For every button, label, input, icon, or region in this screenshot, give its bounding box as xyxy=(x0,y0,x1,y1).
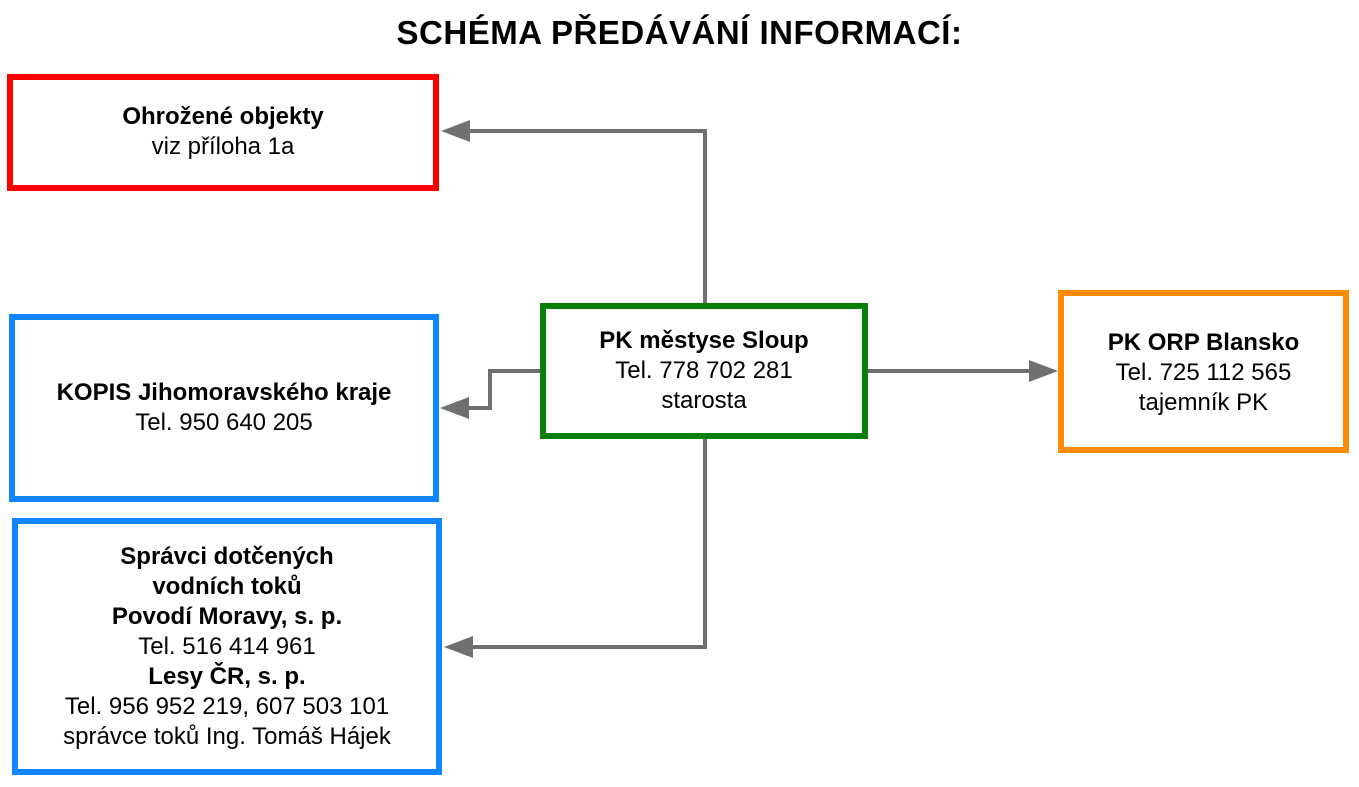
arrowhead-spravci xyxy=(444,636,473,658)
node-ohrozene-objekty: Ohrožené objekty viz příloha 1a xyxy=(7,74,439,191)
node-spravci-toku: Správci dotčených vodních toků Povodí Mo… xyxy=(12,518,442,775)
node-spravci-org2-contact: správce toků Ing. Tomáš Hájek xyxy=(63,722,391,750)
node-kopis: KOPIS Jihomoravského kraje Tel. 950 640 … xyxy=(9,314,439,502)
node-spravci-line1: Správci dotčených xyxy=(120,542,334,570)
node-kopis-name: KOPIS Jihomoravského kraje xyxy=(56,379,392,406)
node-spravci-line2: vodních toků xyxy=(152,572,302,600)
arrowhead-blansko xyxy=(1029,360,1058,382)
node-spravci-org2: Lesy ČR, s. p. xyxy=(148,662,306,690)
node-spravci-org1: Povodí Moravy, s. p. xyxy=(111,602,343,630)
edge-sloup-to-spravci xyxy=(472,439,707,649)
node-pk-sloup: PK městyse Sloup Tel. 778 702 281 staros… xyxy=(540,303,868,439)
node-pk-blansko-name: PK ORP Blansko xyxy=(1107,329,1300,356)
node-pk-blansko-phone: Tel. 725 112 565 xyxy=(1115,359,1292,386)
node-pk-blansko-role: tajemník PK xyxy=(1138,389,1269,416)
edge-sloup-to-kopis xyxy=(468,369,540,410)
page-title: SCHÉMA PŘEDÁVÁNÍ INFORMACÍ: xyxy=(396,14,963,51)
node-pk-sloup-phone: Tel. 778 702 281 xyxy=(615,357,793,384)
node-spravci-org1-phone: Tel. 516 414 961 xyxy=(138,632,316,660)
node-pk-sloup-name: PK městyse Sloup xyxy=(599,327,809,354)
node-ohrozene-detail: viz příloha 1a xyxy=(151,133,295,160)
node-pk-sloup-role: starosta xyxy=(661,387,747,414)
node-pk-blansko: PK ORP Blansko Tel. 725 112 565 tajemník… xyxy=(1058,290,1349,453)
node-spravci-org2-phone: Tel. 956 952 219, 607 503 101 xyxy=(64,692,390,720)
node-kopis-phone: Tel. 950 640 205 xyxy=(135,409,313,436)
node-ohrozene-name: Ohrožené objekty xyxy=(122,103,324,130)
arrowhead-ohrozene xyxy=(441,120,470,142)
edge-sloup-to-ohrozene xyxy=(468,129,707,303)
arrowhead-kopis xyxy=(440,397,469,419)
